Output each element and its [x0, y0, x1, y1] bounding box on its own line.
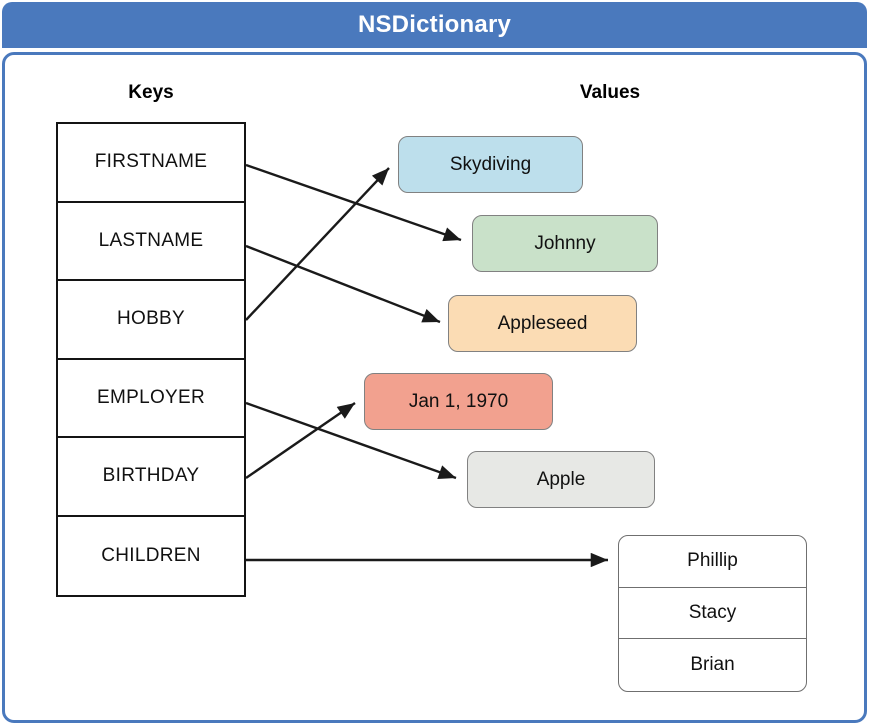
value-box-birthday: Jan 1, 1970 — [364, 373, 553, 430]
child-row-brian: Brian — [690, 654, 735, 676]
key-row-employer: EMPLOYER — [58, 360, 244, 438]
child-row-stacy: Stacy — [619, 588, 806, 640]
values-column-heading: Values — [579, 82, 641, 103]
value-box-skydiving: Skydiving — [398, 136, 583, 193]
key-row-lastname: LASTNAME — [58, 203, 244, 281]
key-row-birthday: BIRTHDAY — [58, 438, 244, 517]
keys-table: FIRSTNAME LASTNAME HOBBY EMPLOYER BIRTHD… — [56, 122, 246, 597]
key-row-hobby: HOBBY — [58, 281, 244, 360]
key-row-children: CHILDREN — [101, 544, 201, 566]
value-box-employer: Apple — [467, 451, 655, 508]
key-row-firstname: FIRSTNAME — [58, 124, 244, 203]
title-bar: NSDictionary — [2, 2, 867, 48]
keys-column-heading: Keys — [128, 82, 174, 103]
child-row-phillip: Phillip — [619, 536, 806, 588]
page-title: NSDictionary — [357, 11, 512, 38]
value-box-children-list: Phillip Stacy Brian — [618, 535, 807, 692]
value-box-johnny: Johnny — [472, 215, 658, 272]
value-box-appleseed: Appleseed — [448, 295, 637, 352]
